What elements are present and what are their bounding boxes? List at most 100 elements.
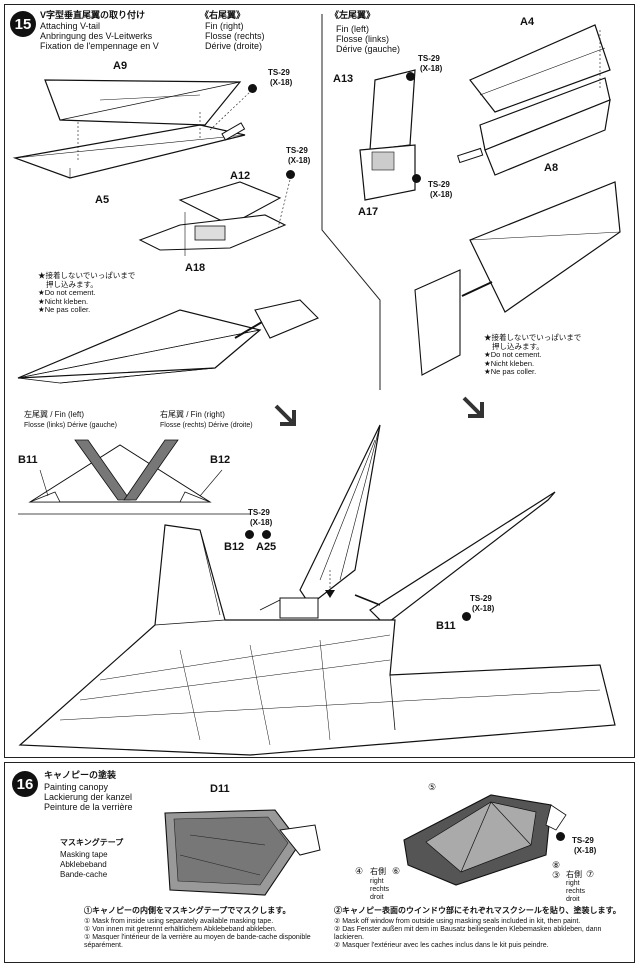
screw-label: TS-29	[418, 54, 440, 63]
right-fin-exploded-drawing	[12, 79, 319, 384]
step-15-title-en: Attaching V-tail	[40, 21, 101, 31]
part-b11-label: B11	[18, 454, 38, 466]
screw-label: TS-29	[428, 180, 450, 189]
fuselage-assembly-drawing	[18, 424, 616, 756]
instruction-1: ①キャノピーの内側をマスキングテープでマスクします。 ① Mask from i…	[84, 906, 334, 950]
left-fin-header-de: Flosse (links)	[336, 34, 390, 44]
screw-label: TS-29	[268, 68, 290, 77]
masking-tape-jp: マスキングテープ	[60, 838, 124, 847]
no-cement-fr: ★Ne pas coller.	[38, 305, 91, 314]
screw-icon	[248, 84, 257, 93]
screw-label: TS-29	[286, 146, 308, 155]
step-15-title-jp: V字型垂直尾翼の取り付け	[40, 10, 146, 20]
part-a9-label: A9	[113, 60, 128, 72]
rear-view-diagram	[18, 439, 250, 515]
screw-icon	[406, 72, 415, 81]
part-b12-label: B12	[210, 454, 231, 466]
screw-icon	[262, 530, 271, 539]
part-b11-fuselage-label: B11	[436, 620, 456, 632]
fin-left-view-label: 左尾翼 / Fin (left)	[24, 410, 85, 419]
callout-3: ③	[552, 870, 561, 880]
step-16-title-jp: キャノピーの塗装	[44, 770, 117, 780]
instruction-2: ②キャノピー表面のウインドウ部にそれぞれマスクシールを貼り、塗装します。 ② M…	[334, 906, 628, 950]
instruction-2-en: ② Mask off window from outside using mas…	[334, 918, 581, 925]
step-15-title-fr: Fixation de l'empennage en V	[40, 41, 159, 51]
screw-alt-label: (X-18)	[472, 604, 495, 613]
fin-right-view-label: 右尾翼 / Fin (right)	[160, 410, 225, 419]
left-fin-header-en: Fin (left)	[336, 24, 370, 34]
screw-icon	[556, 832, 565, 841]
part-d11-label: D11	[210, 783, 230, 795]
callout-6: ⑥	[392, 866, 401, 876]
masking-tape-en: Masking tape	[60, 850, 108, 859]
section-divider	[321, 14, 381, 390]
left-fin-exploded-drawing	[359, 24, 621, 376]
right-side-jp-left: 右側	[370, 867, 386, 876]
step-15-number: 15	[10, 11, 36, 37]
instruction-2-jp: ②キャノピー表面のウインドウ部にそれぞれマスクシールを貼り、塗装します。	[334, 906, 621, 915]
no-cement-note-left: ★接着しないでいっぱいまで 押し込みます。 ★Do not cement. ★N…	[38, 271, 136, 315]
fin-left-view-sub: Flosse (links) Dérive (gauche)	[24, 422, 117, 429]
instruction-1-en: ① Mask from inside using separately avai…	[84, 918, 274, 925]
step-15-title-de: Anbringung des V-Leitwerks	[40, 31, 153, 41]
screw-label: TS-29	[470, 594, 492, 603]
screw-icon	[462, 612, 471, 621]
right-fin-header-en: Fin (right)	[205, 21, 244, 31]
screw-alt-label: (X-18)	[250, 518, 273, 527]
screw-icon	[412, 174, 421, 183]
no-cement-jp-2: 押し込みます。	[46, 279, 98, 289]
no-cement-de: ★Nicht kleben.	[38, 296, 89, 306]
no-cement-jp-2: 押し込みます。	[492, 341, 544, 351]
part-a18-label: A18	[185, 262, 206, 274]
screw-alt-label: (X-18)	[574, 846, 597, 855]
part-a8-label: A8	[544, 162, 559, 174]
right-side-jp-right: 右側	[566, 870, 582, 879]
screw-icon	[286, 170, 295, 179]
callout-4: ④	[355, 866, 364, 876]
down-arrow-icon	[274, 404, 296, 426]
step-16-title-en: Painting canopy	[44, 782, 109, 792]
down-arrow-icon	[462, 396, 484, 418]
right-de-right: rechts	[566, 888, 586, 895]
right-fin-header-de: Flosse (rechts)	[205, 31, 265, 41]
instruction-1-de: ① Von innen mit getrennt erhältlichem Ab…	[84, 926, 277, 933]
masking-tape-fr: Bande-cache	[60, 870, 108, 879]
canopy-outside-drawing	[403, 794, 567, 886]
screw-label: TS-29	[248, 508, 270, 517]
right-fr-right: droit	[566, 896, 580, 903]
no-cement-jp-1: ★接着しないでいっぱいまで	[484, 333, 582, 342]
instruction-1-jp: ①キャノピーの内側をマスキングテープでマスクします。	[84, 906, 291, 915]
screw-alt-label: (X-18)	[430, 190, 453, 199]
step-16-panel	[4, 762, 635, 963]
masking-tape-de: Abklebeband	[60, 860, 107, 869]
screw-label: TS-29	[572, 836, 594, 845]
part-a12-label: A12	[230, 170, 251, 182]
no-cement-fr: ★Ne pas coller.	[484, 367, 537, 376]
part-a4-label: A4	[520, 16, 535, 28]
callout-5: ⑤	[428, 782, 437, 792]
no-cement-note-right: ★接着しないでいっぱいまで 押し込みます。 ★Do not cement. ★N…	[484, 333, 582, 377]
no-cement-en: ★Do not cement.	[484, 350, 542, 359]
no-cement-jp-1: ★接着しないでいっぱいまで	[38, 271, 136, 280]
fin-right-view-sub: Flosse (rechts) Dérive (droite)	[160, 422, 253, 429]
step-16-number: 16	[12, 771, 38, 797]
instruction-2-fr: ② Masquer l'extérieur avec les caches in…	[334, 942, 549, 949]
canopy-inside-drawing	[164, 809, 321, 896]
callout-7: ⑦	[586, 869, 595, 879]
left-fin-header-fr: Dérive (gauche)	[336, 44, 401, 54]
right-fin-header-jp: 《右尾翼》	[200, 10, 246, 20]
callout-8: ⑧	[552, 860, 561, 870]
step-16-title-de: Lackierung der kanzel	[44, 792, 133, 802]
screw-alt-label: (X-18)	[288, 156, 311, 165]
right-en-right: right	[566, 880, 580, 887]
no-cement-en: ★Do not cement.	[38, 288, 96, 297]
right-fr-left: droit	[370, 894, 384, 901]
part-a13-label: A13	[333, 73, 354, 85]
screw-icon	[245, 530, 254, 539]
step-16-title-fr: Peinture de la verrière	[44, 802, 133, 812]
screw-alt-label: (X-18)	[270, 78, 293, 87]
instruction-2-de: ② Das Fenster außen mit dem im Bausatz b…	[334, 926, 602, 941]
part-a5-label: A5	[95, 194, 110, 206]
right-fin-header-fr: Dérive (droite)	[205, 41, 263, 51]
screw-alt-label: (X-18)	[420, 64, 443, 73]
